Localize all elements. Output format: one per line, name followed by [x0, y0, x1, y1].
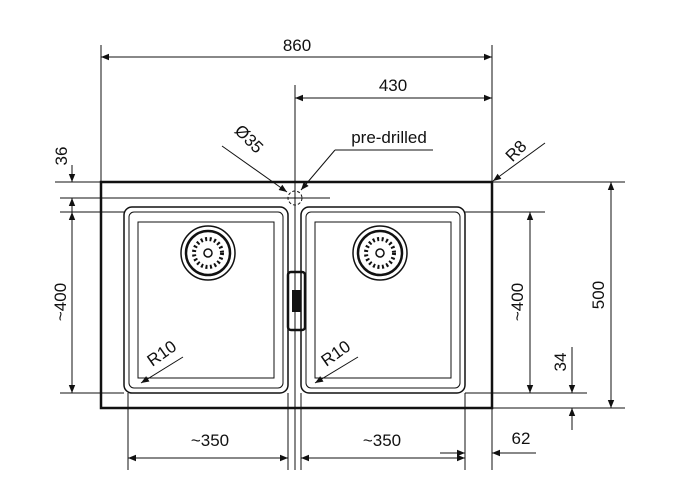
dim-350-right: ~350: [363, 431, 401, 450]
sink-outline: [60, 180, 494, 410]
dim-r10-left: R10: [144, 337, 180, 370]
dim-62: 62: [512, 429, 531, 448]
right-drain-icon: [352, 225, 408, 281]
dim-400-left: ~400: [51, 283, 70, 321]
leader-35: [221, 145, 288, 193]
dim-36: 36: [52, 147, 71, 166]
label-pre-drilled: pre-drilled: [351, 128, 427, 147]
leader-r10-left: [140, 356, 184, 384]
dim-350-left: ~350: [191, 431, 229, 450]
dim-r8: R8: [502, 137, 531, 166]
dim-430: 430: [379, 76, 407, 95]
overflow-icon: [286, 270, 307, 332]
dim-400-right: ~400: [508, 283, 527, 321]
dim-r10-right: R10: [318, 337, 354, 370]
left-bowl: [123, 206, 289, 394]
leader-pre-drilled-arrow: [300, 149, 336, 191]
left-drain-icon: [180, 225, 236, 281]
leader-r10-right: [314, 356, 359, 384]
dim-500: 500: [589, 281, 608, 309]
tap-hole-icon: [283, 190, 315, 206]
dim-860: 860: [283, 36, 311, 55]
dim-34: 34: [551, 353, 570, 372]
extension-lines: [55, 45, 625, 470]
leader-r8: [492, 142, 546, 182]
dim-hole-diameter: Ø35: [231, 121, 267, 157]
